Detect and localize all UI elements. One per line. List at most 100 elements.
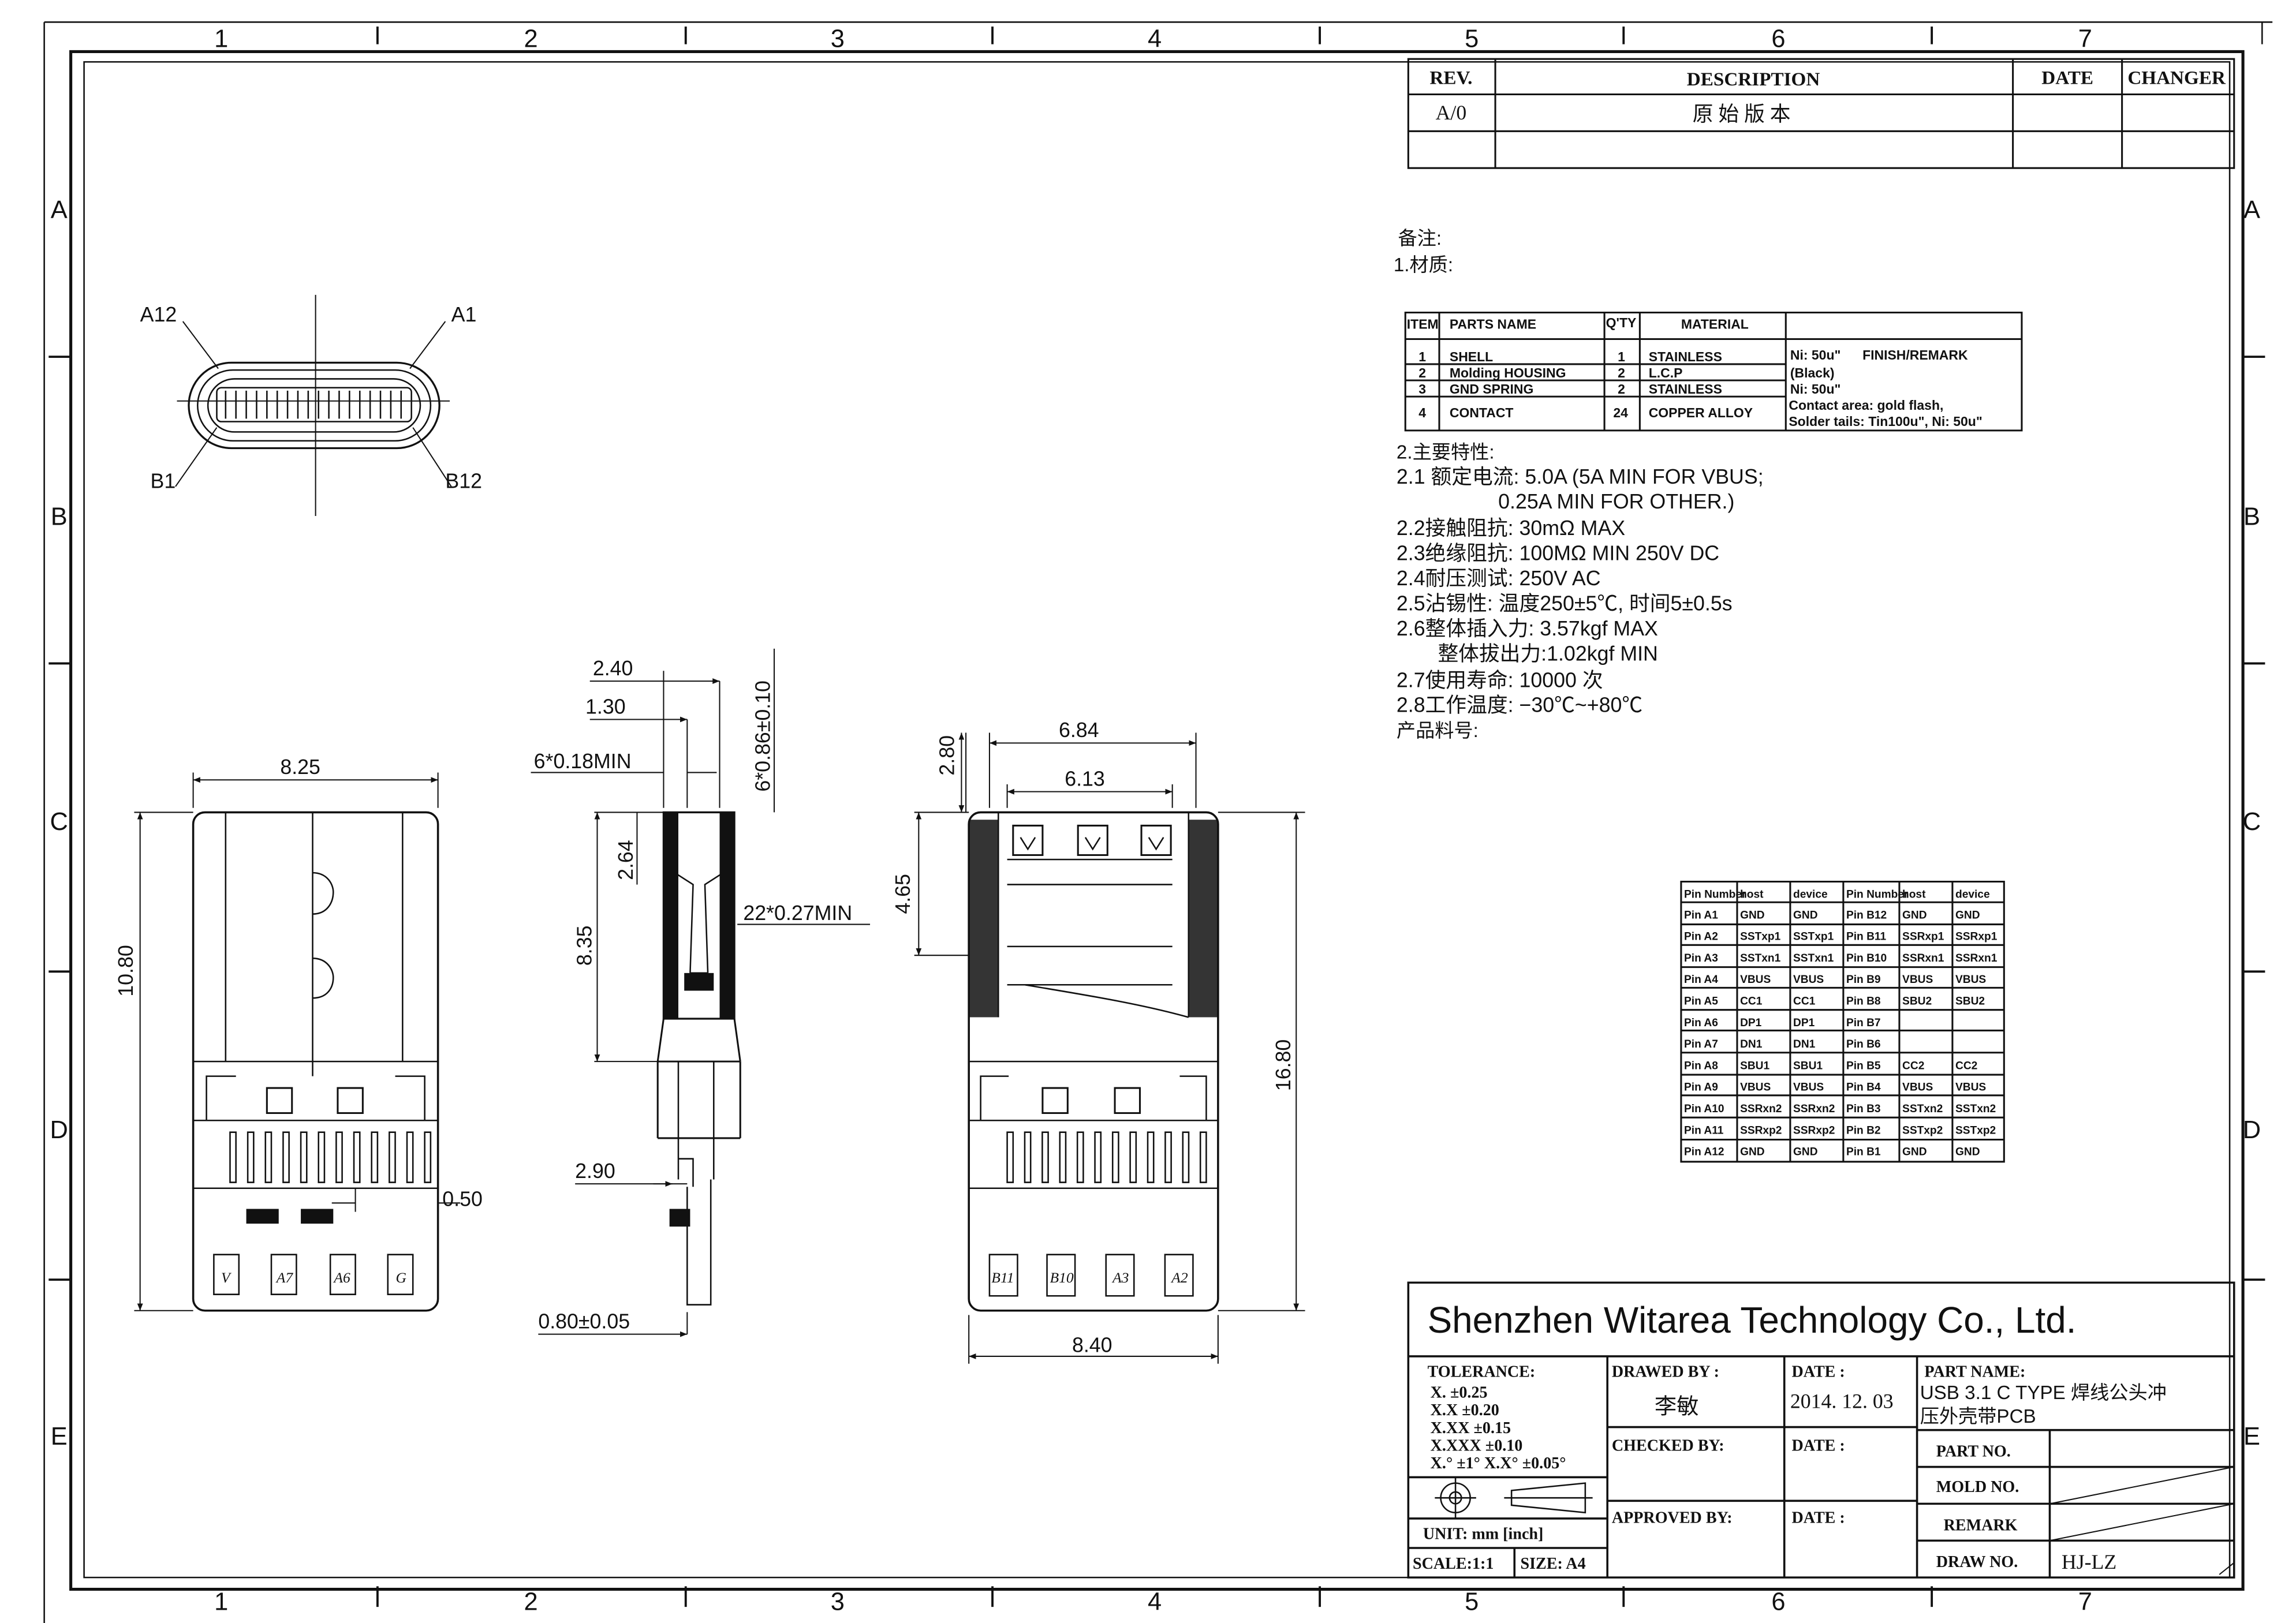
mat-header-item: ITEM [1407,317,1439,332]
checked-by-label: CHECKED BY: [1612,1437,1724,1454]
feature-line: 整体拔出力:1.02kgf MIN [1438,642,1657,665]
feature-line: 0.25A MIN FOR OTHER.) [1498,490,1734,513]
pin-table-cell: GND [1902,1146,1927,1158]
dim-pitch: 0.50 [442,1187,483,1210]
dim-cavity-depth: 4.65 [891,874,914,914]
pin-table-cell: Pin A11 [1684,1124,1724,1136]
col-label-bottom: 7 [2078,1588,2092,1615]
row-label-right: C [2243,808,2261,836]
pin-label-b1: B1 [151,469,176,492]
tolerance-line: X.° ±1° X.X° ±0.05° [1431,1454,1566,1472]
dim-body-height: 8.35 [573,925,596,966]
col-label-bottom: 6 [1771,1588,1785,1615]
pin-table-cell: Pin A1 [1684,909,1718,921]
pin-table-cell: SSTxp2 [1955,1124,1996,1136]
dim-spring-height: 6*0.86±0.10 [751,680,774,792]
rev-value: A/0 [1436,101,1467,124]
contact-pin [230,1132,236,1183]
pin-table-cell: SSRxn1 [1902,952,1944,964]
contact-pin [1183,1132,1189,1183]
mat-cell: (Black) [1790,365,1835,380]
pin-table-cell: SSRxn2 [1740,1103,1782,1115]
pin-table-cell: Pin A4 [1684,974,1718,986]
feature-line: 2.1 额定电流: 5.0A (5A MIN FOR VBUS; [1397,465,1764,488]
dim-solder-offset: 2.90 [575,1160,615,1183]
bottom-pin-marks: B11 B10 A3 A2 [991,1269,1188,1286]
pin-mark: A6 [333,1269,350,1286]
pin-table-cell: Pin B8 [1846,996,1881,1008]
contact-pin [266,1132,271,1183]
pin-table-cell: CC1 [1740,996,1763,1008]
col-label-top: 1 [214,25,228,53]
revision-table: REV. DESCRIPTION DATE CHANGER A/0 原 始 版 … [1408,59,2234,168]
features-heading: 2.主要特性: [1397,442,1495,463]
pin-label-a1: A1 [451,303,477,326]
drawn-by-name: 李敏 [1655,1394,1699,1419]
pin-table-cell: SBU2 [1902,996,1932,1008]
contact-pin [301,1132,307,1183]
contact-pin [1130,1132,1136,1183]
dim-offset: 1.30 [585,695,626,718]
pin-table-header: device [1793,889,1828,901]
contact-pin [248,1132,253,1183]
pin-table-cell: SBU1 [1740,1060,1769,1072]
pin-table-cell: VBUS [1793,974,1824,986]
pin-table-cell: Pin A5 [1684,996,1718,1008]
contact-pin [372,1132,378,1183]
mat-cell: L.C.P [1649,365,1683,380]
dim-width: 8.25 [280,756,320,779]
approved-by-label: APPROVED BY: [1612,1509,1733,1527]
dim-total-length: 16.80 [1272,1039,1295,1091]
part-name-line1: USB 3.1 C TYPE 焊线公头冲 [1920,1382,2167,1404]
notes-heading: 备注: [1398,228,1442,249]
pin-table-cell: GND [1793,1146,1818,1158]
feature-line: 2.8工作温度: −30℃~+80℃ [1397,694,1642,717]
contact-pin [319,1132,324,1183]
row-label-left: A [51,196,68,224]
top-pin-marks: V A7 A6 G [221,1269,406,1286]
bottom-dimensions [914,732,1305,1363]
mat-header-material: MATERIAL [1681,317,1749,332]
mat-header-name: PARTS NAME [1450,317,1536,332]
feature-line: 2.5沾锡性: 温度250±5℃, 时间5±0.5s [1397,592,1733,615]
pin-mark: B10 [1050,1269,1074,1286]
pin-table-cell: SSTxn2 [1955,1103,1996,1115]
contact-pin [407,1132,413,1183]
unit-label: UNIT: mm [inch] [1423,1525,1544,1543]
contact-pin [354,1132,360,1183]
pin-table-cell: Pin A9 [1684,1082,1718,1094]
mat-cell: 3 [1418,382,1426,397]
pin-table-cell: SSTxp1 [1740,931,1781,943]
top-pad [246,1209,279,1224]
pin-table-cell: SSTxp1 [1793,931,1834,943]
col-label-top: 6 [1771,25,1785,53]
contact-pin [1025,1132,1031,1183]
contact-pin [1007,1132,1013,1183]
col-label-bottom: 1 [214,1588,228,1615]
date-value: 2014. 12. 03 [1790,1389,1894,1412]
pin-label-a12: A12 [140,303,177,326]
tolerance-line: X.X ±0.20 [1431,1401,1499,1419]
pin-table-cell: SSRxn2 [1793,1103,1835,1115]
pin-table-cell: SSRxp2 [1740,1124,1782,1136]
pin-table-cell: Pin B10 [1846,952,1887,964]
mat-cell: 2 [1618,365,1625,380]
pin-table-cell: Pin B3 [1846,1103,1881,1115]
row-label-right: A [2243,196,2260,224]
mat-cell: Molding HOUSING [1450,365,1566,380]
feature-line: 2.4耐压测试: 250V AC [1397,567,1601,590]
date-header: DATE [2041,68,2093,89]
pin-mark: A2 [1170,1269,1188,1286]
side-fill [663,812,678,1019]
pin-table-cell: VBUS [1902,1082,1933,1094]
materials-table: ITEM PARTS NAME Q'TY MATERIAL FINISH/REM… [1405,313,2022,431]
dim-shell-depth: 2.40 [593,657,633,680]
pin-table-cell: SSTxn1 [1740,952,1781,964]
pin-table-cell: DN1 [1740,1038,1763,1050]
part-no-label: PART NO. [1936,1443,2011,1461]
contact-pin [389,1132,395,1183]
mat-header-qty: Q'TY [1606,315,1637,330]
dim-height: 10.80 [114,945,137,996]
